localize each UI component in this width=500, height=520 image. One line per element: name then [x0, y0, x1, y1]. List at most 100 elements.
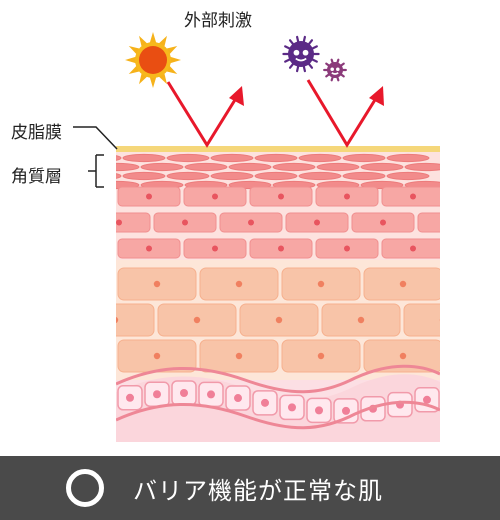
- corneum-cell: [122, 171, 166, 181]
- corneum-cell: [386, 171, 430, 181]
- spinous-cell: [116, 212, 151, 233]
- wave-outline-bottom: [116, 400, 440, 430]
- stratum-bracket: [88, 154, 104, 188]
- sun-ray: [169, 56, 181, 64]
- cell-nucleus: [153, 352, 161, 360]
- cell-nucleus: [315, 406, 323, 415]
- cell-nucleus: [288, 403, 296, 412]
- cell-nucleus: [153, 280, 161, 288]
- cell-nucleus: [357, 316, 365, 324]
- cell-nucleus: [410, 193, 416, 200]
- cell-nucleus: [380, 219, 386, 226]
- germ-eye: [302, 49, 309, 56]
- cell-nucleus: [399, 280, 407, 288]
- cell-nucleus: [146, 245, 152, 252]
- circle-mark-icon: [66, 469, 104, 507]
- corneum-cell: [116, 162, 140, 172]
- sebum-membrane-label: 皮脂膜: [11, 123, 62, 143]
- germ-body: [327, 62, 343, 78]
- cell-nucleus: [153, 390, 161, 399]
- sebum-membrane: [116, 146, 440, 152]
- corneum-cell: [116, 173, 122, 179]
- external-stimulus-label: 外部刺激: [184, 11, 252, 31]
- germ-body: [288, 41, 314, 67]
- caption-text: バリア機能が正常な肌: [133, 477, 383, 505]
- sun-ray: [149, 32, 157, 44]
- germ-eye: [330, 67, 334, 71]
- corneum-cell: [316, 162, 360, 172]
- cell-nucleus: [207, 390, 215, 399]
- basement-membrane-wave: [116, 374, 440, 442]
- cell-nucleus: [235, 352, 243, 360]
- cell-nucleus: [399, 352, 407, 360]
- germ-mouth: [331, 72, 339, 75]
- cell-nucleus: [212, 245, 218, 252]
- granular-cell: [403, 303, 440, 337]
- reflect-arrow-germ: [306, 79, 380, 148]
- cell-nucleus: [317, 352, 325, 360]
- sun-core: [139, 46, 167, 74]
- sun-ray: [125, 56, 137, 64]
- cell-nucleus: [212, 193, 218, 200]
- cell-nucleus: [116, 219, 122, 226]
- arrow-head-sun: [229, 86, 244, 106]
- cell-nucleus: [423, 395, 431, 404]
- corneum-cell: [386, 153, 430, 163]
- germ-eye: [336, 67, 340, 71]
- corneum-cell: [254, 171, 298, 181]
- cell-nucleus: [278, 193, 284, 200]
- cell-nucleus: [314, 219, 320, 226]
- cell-nucleus: [446, 220, 452, 226]
- germ-icon-large: [282, 35, 320, 73]
- cell-nucleus: [193, 316, 201, 324]
- cell-nucleus: [344, 193, 350, 200]
- corneum-cell: [342, 153, 386, 163]
- germ-mouth: [295, 57, 307, 62]
- cell-nucleus: [116, 316, 119, 324]
- corneum-cell: [254, 153, 298, 163]
- granular-cell-layer: [116, 267, 440, 373]
- cell-nucleus: [275, 316, 283, 324]
- wave-outline-top: [116, 364, 440, 394]
- caption-bar: バリア機能が正常な肌: [0, 456, 500, 520]
- corneum-cell: [116, 155, 122, 161]
- corneum-cell: [298, 171, 342, 181]
- cell-nucleus: [342, 406, 350, 415]
- corneum-cell: [228, 162, 272, 172]
- sebum-pointer-line: [73, 126, 118, 150]
- cell-nucleus: [439, 318, 440, 322]
- cell-nucleus: [410, 245, 416, 252]
- sun-icon: [125, 32, 181, 88]
- reflect-arrow-sun: [166, 81, 240, 148]
- germ-icon-small: [323, 58, 347, 82]
- corneum-cell: [360, 162, 404, 172]
- corneum-cell: [166, 171, 210, 181]
- cell-nucleus: [234, 394, 242, 403]
- cell-nucleus: [182, 219, 188, 226]
- corneum-cell: [140, 162, 184, 172]
- germ-eye: [293, 49, 300, 56]
- cell-nucleus: [146, 193, 152, 200]
- cell-nucleus: [248, 219, 254, 226]
- corneum-cell: [166, 153, 210, 163]
- stratum-corneum-cells: [116, 153, 440, 190]
- stratum-corneum-label: 角質層: [11, 167, 62, 187]
- cell-nucleus: [126, 393, 134, 402]
- cell-nucleus: [317, 280, 325, 288]
- cell-nucleus: [278, 245, 284, 252]
- cell-nucleus: [235, 280, 243, 288]
- corneum-cell: [184, 162, 228, 172]
- skin-barrier-diagram: [73, 32, 452, 442]
- granular-cell: [116, 303, 155, 337]
- spinous-cell: [417, 212, 440, 233]
- corneum-cell: [342, 171, 386, 181]
- corneum-cell: [210, 153, 254, 163]
- corneum-cell: [122, 153, 166, 163]
- corneum-cell: [404, 162, 440, 172]
- basal-cell-layer: [117, 380, 440, 424]
- arrow-head-germ: [369, 86, 384, 106]
- cell-nucleus: [344, 245, 350, 252]
- cell-nucleus: [261, 398, 269, 407]
- sun-ray: [149, 76, 157, 88]
- cell-nucleus: [180, 389, 188, 398]
